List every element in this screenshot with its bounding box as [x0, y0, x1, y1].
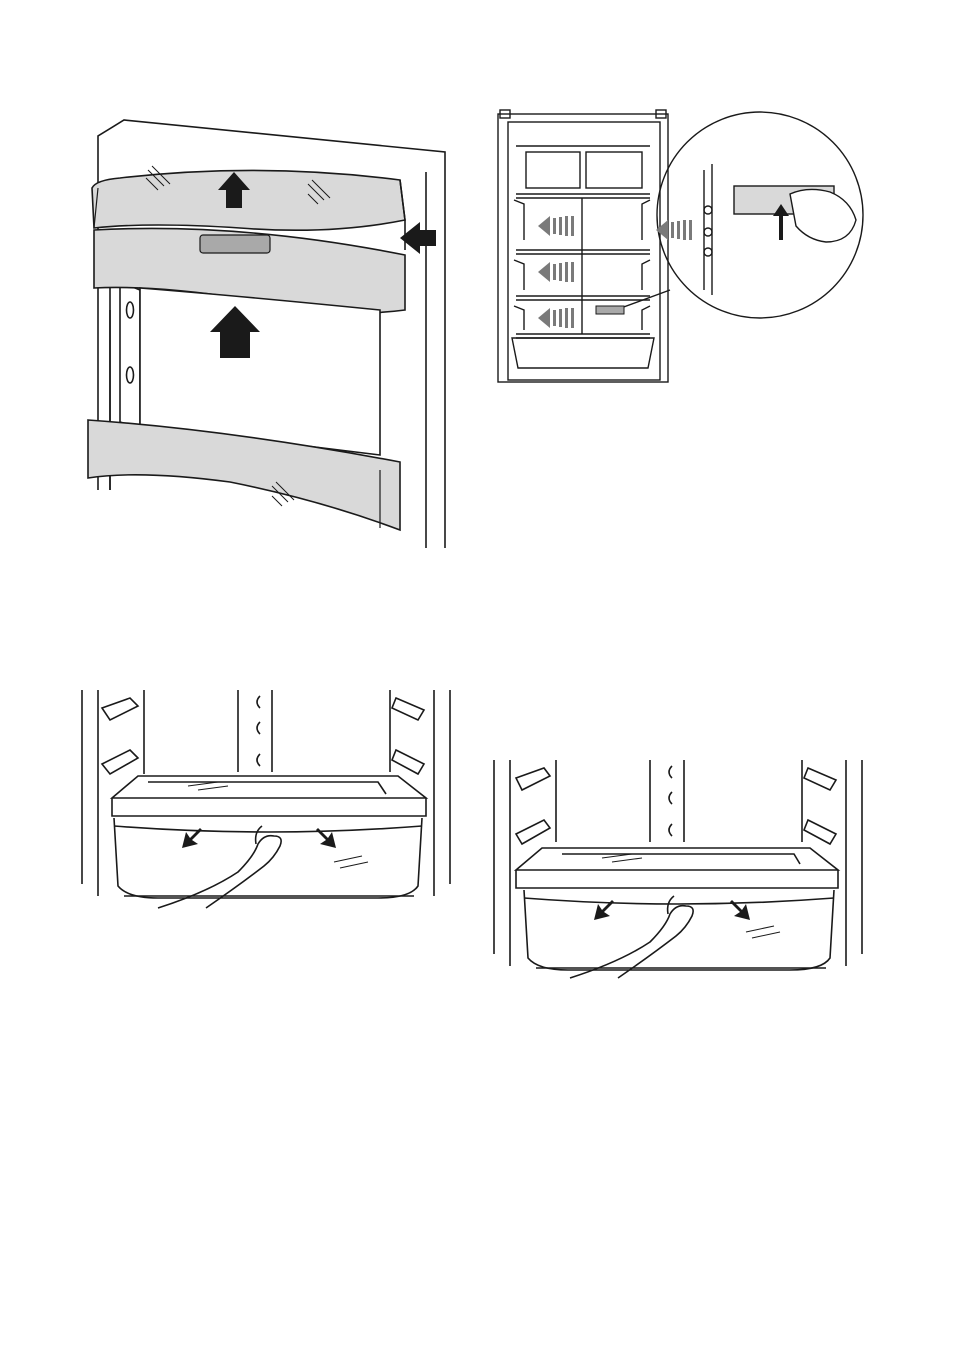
bin-handle: [200, 235, 270, 253]
figure-crisper-removal-1: [78, 686, 458, 916]
door-bins-illustration: [80, 110, 460, 560]
figure-door-bins: [80, 110, 460, 560]
crisper-removal-illustration: [78, 686, 458, 916]
hand: [790, 189, 856, 242]
fridge-interior-illustration: [490, 100, 880, 390]
crisper-removal-illustration: [488, 756, 874, 986]
figure-crisper-removal-2: [488, 756, 874, 986]
figure-fridge-shelf-slide: [490, 100, 880, 390]
shelf-tab: [596, 306, 624, 314]
upper-bin-panel: [92, 170, 405, 230]
